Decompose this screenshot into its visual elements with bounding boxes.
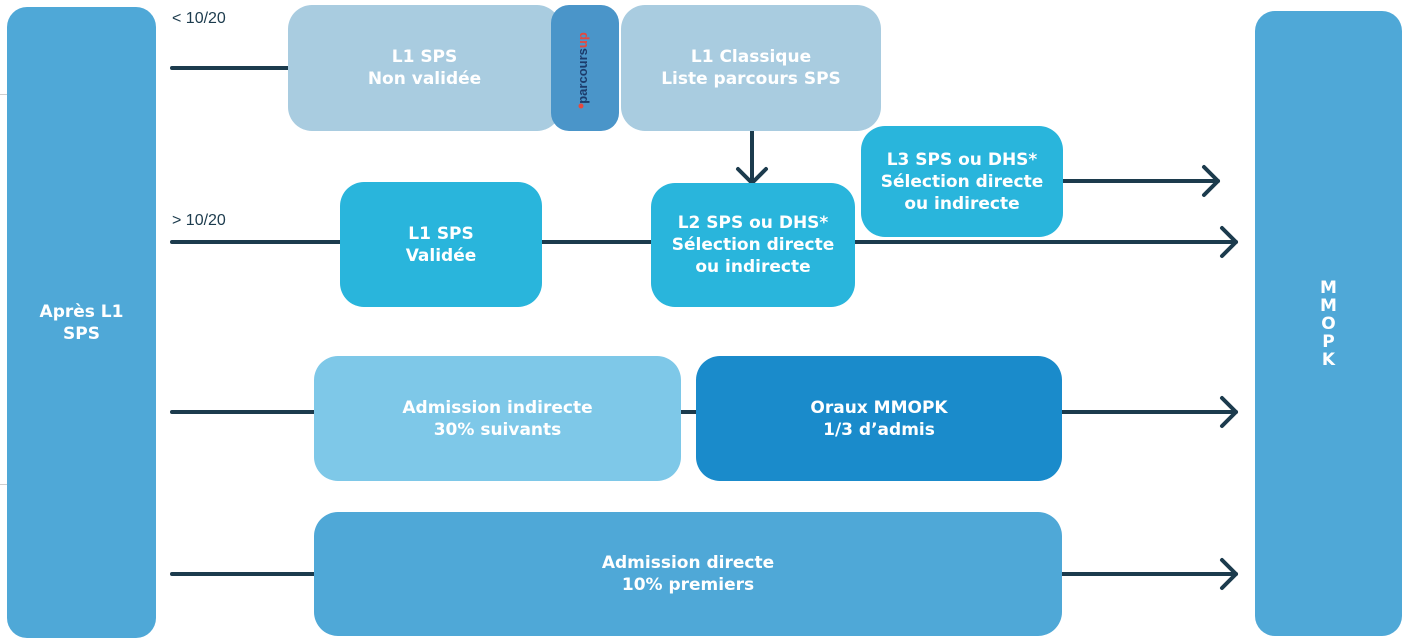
label-above-10: > 10/20 xyxy=(172,212,226,229)
left-panel-line1: Après L1 xyxy=(39,301,124,322)
box-subtitle: 1/3 d’admis xyxy=(823,419,935,440)
box-subtitle: 10% premiers xyxy=(621,575,755,595)
box-subtitle: Sélection directe xyxy=(671,235,835,255)
right-panel-mmopk: M M O P K xyxy=(1255,11,1402,636)
box-l1-validee: L1 SPS Validée xyxy=(340,182,542,307)
left-panel-line2: SPS xyxy=(63,323,100,344)
box-l3-sps-dhs: L3 SPS ou DHS* Sélection directe ou indi… xyxy=(861,126,1063,237)
right-panel-letter: P xyxy=(1322,331,1335,352)
box-title: Oraux MMOPK xyxy=(810,397,948,418)
arrow-right-icon xyxy=(1220,396,1238,428)
box-title: L1 SPS xyxy=(391,47,458,67)
box-subtitle: Non validée xyxy=(367,69,482,89)
box-title: L1 SPS xyxy=(408,223,474,244)
box-l1-classique: L1 Classique Liste parcours SPS xyxy=(621,5,881,131)
box-admission-indirecte: Admission indirecte 30% suivants xyxy=(314,356,681,481)
edge-divider-bottom xyxy=(0,484,8,485)
box-subtitle: Liste parcours SPS xyxy=(661,69,841,89)
box-subtitle: Validée xyxy=(405,245,477,266)
arrow-right-icon xyxy=(1220,226,1238,258)
svg-text:parcoursup: parcoursup xyxy=(575,32,590,104)
box-title: L3 SPS ou DHS* xyxy=(886,149,1038,170)
right-panel-letter: K xyxy=(1321,349,1336,370)
right-panel-letter: O xyxy=(1321,313,1336,334)
box-admission-directe: Admission directe 10% premiers xyxy=(314,512,1062,636)
box-subtitle: Sélection directe xyxy=(880,171,1044,192)
parcoursup-logo-graphic: parcoursup xyxy=(575,32,590,109)
box-subtitle: ou indirecte xyxy=(695,257,811,277)
right-panel-letter: M xyxy=(1320,295,1337,316)
box-subtitle: 30% suivants xyxy=(433,419,562,440)
right-panel-letter: M xyxy=(1320,277,1337,298)
box-oraux-mmopk: Oraux MMOPK 1/3 d’admis xyxy=(696,356,1062,481)
box-l2-sps-dhs: L2 SPS ou DHS* Sélection directe ou indi… xyxy=(651,183,855,307)
box-l1-non-validee: L1 SPS Non validée xyxy=(288,5,561,131)
parcoursup-logo: parcoursup xyxy=(551,5,619,131)
box-title: Admission directe xyxy=(601,553,775,573)
box-subtitle: ou indirecte xyxy=(904,193,1020,214)
arrow-right-icon xyxy=(1220,558,1238,590)
edge-divider-top xyxy=(0,94,8,95)
box-title: L2 SPS ou DHS* xyxy=(677,213,829,233)
label-below-10: < 10/20 xyxy=(172,10,226,27)
left-panel-apres-l1: Après L1 SPS xyxy=(7,7,156,638)
box-title: L1 Classique xyxy=(690,47,812,67)
box-title: Admission indirecte xyxy=(402,397,593,418)
arrow-right-icon xyxy=(1202,165,1220,197)
